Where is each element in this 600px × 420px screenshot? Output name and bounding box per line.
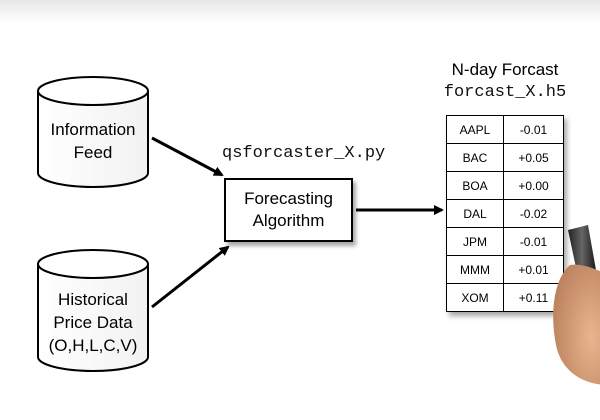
symbol-cell: BOA bbox=[446, 171, 504, 200]
historical-price-label: Historical Price Data (O,H,L,C,V) bbox=[34, 288, 152, 357]
historical-price-database bbox=[37, 249, 149, 372]
top-shade bbox=[0, 0, 600, 22]
historical-price-line3: (O,H,L,C,V) bbox=[48, 336, 138, 355]
pointer-hand-image bbox=[553, 225, 600, 385]
table-row: DAL -0.02 bbox=[446, 199, 564, 228]
algorithm-line2: Algorithm bbox=[252, 211, 325, 230]
forecast-table: AAPL -0.01 BAC +0.05 BOA +0.00 DAL -0.02… bbox=[446, 115, 564, 312]
value-cell: -0.01 bbox=[503, 115, 564, 144]
forecast-title: N-day Forcast bbox=[451, 60, 559, 79]
algorithm-line1: Forecasting bbox=[244, 189, 333, 208]
arrow-history-to-algorithm bbox=[151, 245, 230, 309]
table-row: MMM +0.01 bbox=[446, 255, 564, 284]
algorithm-script-name: qsforcaster_X.py bbox=[222, 144, 386, 163]
symbol-cell: AAPL bbox=[446, 115, 504, 144]
value-cell: +0.00 bbox=[503, 171, 564, 200]
information-feed-line1: Information bbox=[50, 120, 136, 139]
value-cell: -0.02 bbox=[503, 199, 564, 228]
value-cell: -0.01 bbox=[503, 227, 564, 256]
arrow-feed-to-algorithm bbox=[151, 136, 224, 177]
table-row: AAPL -0.01 bbox=[446, 115, 564, 144]
historical-price-line2: Price Data bbox=[53, 313, 133, 332]
symbol-cell: XOM bbox=[446, 283, 504, 312]
forecasting-algorithm-box: Forecasting Algorithm bbox=[224, 178, 353, 242]
forecast-file-name: forcast_X.h5 bbox=[443, 83, 567, 102]
symbol-cell: MMM bbox=[446, 255, 504, 284]
symbol-cell: JPM bbox=[446, 227, 504, 256]
information-feed-line2: Feed bbox=[73, 143, 113, 162]
table-row: XOM +0.11 bbox=[446, 283, 564, 312]
information-feed-database bbox=[37, 76, 149, 188]
symbol-cell: BAC bbox=[446, 143, 504, 172]
historical-price-line1: Historical bbox=[58, 290, 128, 309]
value-cell: +0.05 bbox=[503, 143, 564, 172]
table-row: JPM -0.01 bbox=[446, 227, 564, 256]
table-row: BOA +0.00 bbox=[446, 171, 564, 200]
information-feed-label: Information Feed bbox=[40, 118, 146, 164]
symbol-cell: DAL bbox=[446, 199, 504, 228]
table-row: BAC +0.05 bbox=[446, 143, 564, 172]
